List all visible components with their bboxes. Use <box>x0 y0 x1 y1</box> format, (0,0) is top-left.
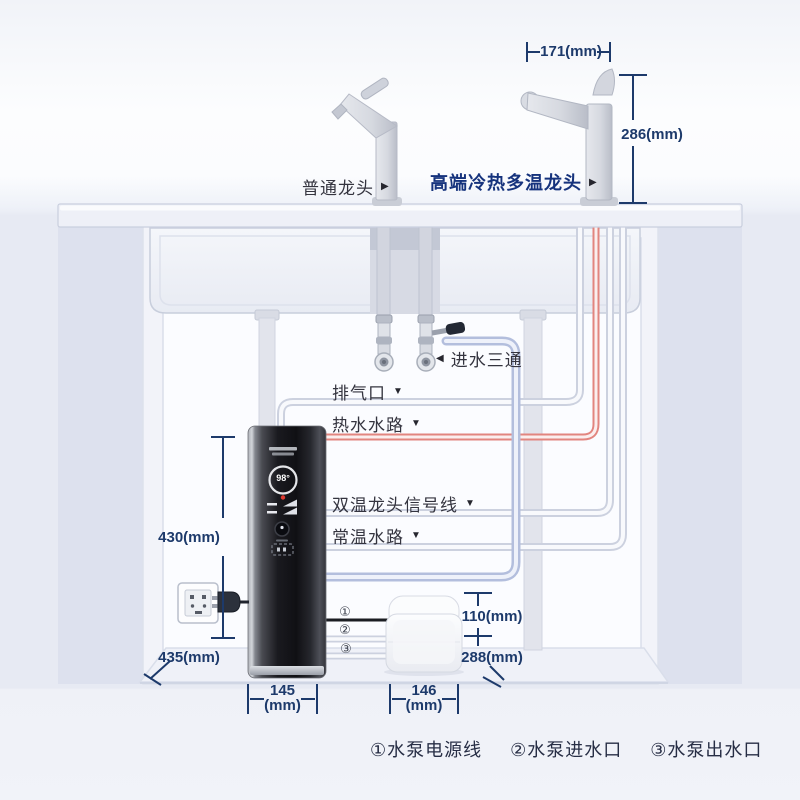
signal-line-pipe <box>318 222 614 517</box>
supply-pipe-right <box>418 225 433 319</box>
dim-288-tick <box>482 665 505 688</box>
valve-right <box>416 314 466 372</box>
dim-146-bracket <box>389 684 459 714</box>
normal-water-label: 常温水路 <box>332 528 404 547</box>
legend: ①水泵电源线 ②水泵进水口 ③水泵出水口 <box>370 736 762 762</box>
dim-pump-width-unit: (mm) <box>405 697 443 714</box>
pump <box>384 595 464 676</box>
pump-line3-marker: ③ <box>340 641 352 656</box>
hot-water-label: 热水水路 <box>332 416 404 435</box>
temperature-ring <box>268 465 298 495</box>
cold-supply-pipe <box>317 336 521 582</box>
legend-item-outlet: ③水泵出水口 <box>650 740 763 760</box>
arrow-down-icon: ▼ <box>411 418 421 429</box>
arrow-down-icon: ▼ <box>465 498 475 509</box>
label-normal-water-line: 常温水路 ▼ <box>332 523 421 548</box>
dim-435-tick <box>143 660 171 686</box>
arrow-down-icon: ▼ <box>411 530 421 541</box>
countertop <box>57 203 743 228</box>
exhaust-pipe <box>277 222 584 434</box>
label-inlet-tee: ◀ 进水三通 <box>436 346 523 371</box>
dim-286-bracket <box>619 74 647 204</box>
dim-pump-install-height: 288(mm) <box>461 648 523 666</box>
pump-connection-lines <box>322 618 392 660</box>
arrow-right-icon: ▶ <box>589 176 597 188</box>
dim-heater-width-unit: (mm) <box>264 697 301 714</box>
ordinary-faucet-handle <box>360 77 389 100</box>
valve-handle <box>445 321 466 335</box>
pipe-runs <box>277 222 627 582</box>
water-heater <box>247 425 327 679</box>
arrow-left-icon: ◀ <box>436 353 445 364</box>
supply-pipe-left <box>376 225 391 319</box>
label-premium-faucet: 高端冷热多温龙头 ▶ <box>430 169 597 195</box>
premium-faucet <box>520 68 618 206</box>
normal-water-pipe <box>318 222 627 551</box>
pump-line1-marker: ① <box>339 604 351 619</box>
cabinet-right-panel <box>658 226 742 684</box>
power-plug <box>217 591 241 613</box>
label-hot-water-line: 热水水路 ▼ <box>332 411 421 436</box>
brand-logo <box>269 447 297 451</box>
premium-faucet-label: 高端冷热多温龙头 <box>430 173 582 193</box>
premium-faucet-spout <box>592 68 615 96</box>
dimension-lines <box>143 42 647 714</box>
inlet-tee-valves <box>374 314 466 372</box>
dim-pump-width-value: 146 <box>411 682 437 699</box>
valve-left <box>374 314 394 372</box>
ordinary-faucet-spout <box>331 103 348 120</box>
arrow-right-icon: ▶ <box>381 181 389 192</box>
dim-faucet-spout-width: 171(mm) <box>540 42 602 60</box>
heater-base <box>250 666 324 675</box>
dim-heater-width-value: 145 <box>269 682 296 699</box>
ordinary-faucet-label: 普通龙头 <box>302 179 374 198</box>
dim-pump-height: 110(mm) <box>461 607 523 625</box>
plug-prong <box>212 596 219 600</box>
dim-heater-install-height: 435(mm) <box>158 648 220 666</box>
legend-item-power: ①水泵电源线 <box>370 740 483 760</box>
arrow-down-icon: ▼ <box>393 386 403 397</box>
legend-item-inlet: ②水泵进水口 <box>510 740 623 760</box>
left-drain-pipe <box>258 317 276 431</box>
status-led <box>280 495 286 500</box>
cabinet-left-panel <box>58 226 143 684</box>
inlet-tee-label: 进水三通 <box>450 351 523 370</box>
dim-430-bracket <box>211 436 235 639</box>
power-outlet <box>177 582 249 624</box>
dim-171-bracket <box>526 42 611 62</box>
heater-display-temperature: 98° <box>276 473 290 483</box>
dim-heater-height: 430(mm) <box>158 528 220 546</box>
mini-display <box>271 543 294 556</box>
ordinary-faucet <box>331 77 402 206</box>
label-signal-line: 双温龙头信号线 ▼ <box>332 491 475 516</box>
dim-110-bracket <box>464 592 492 646</box>
pump-line2-marker: ② <box>339 622 351 637</box>
hot-water-pipe <box>318 222 600 441</box>
level-bars <box>267 499 297 515</box>
signal-line-label: 双温龙头信号线 <box>332 496 458 515</box>
dim-faucet-height: 286(mm) <box>621 125 683 143</box>
exhaust-port-label: 排气口 <box>332 384 386 403</box>
label-ordinary-faucet: 普通龙头 ▶ <box>302 174 389 199</box>
label-exhaust-port: 排气口 ▼ <box>332 379 403 404</box>
dim-145-bracket <box>247 684 318 714</box>
right-drain-pipe <box>523 317 543 651</box>
